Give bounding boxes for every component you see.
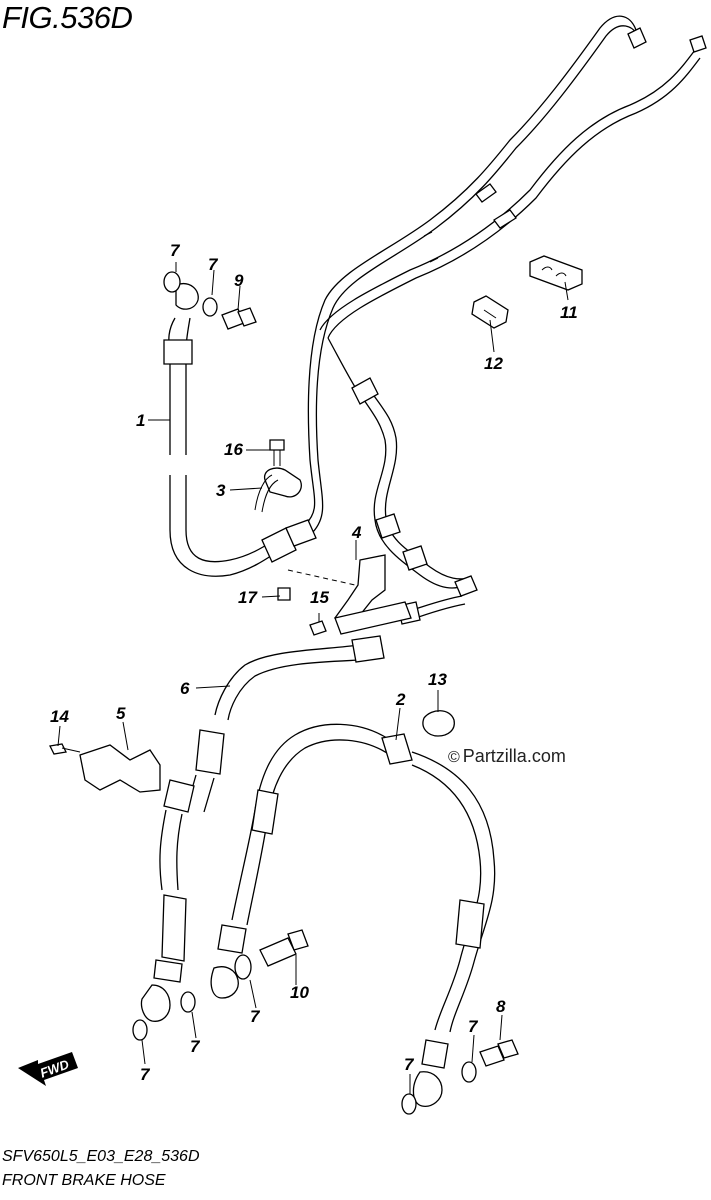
callout-11: 11: [560, 303, 578, 322]
callout-10: 10: [290, 983, 309, 1002]
leader-lines: [57, 262, 569, 1094]
washer-7d: [180, 991, 196, 1013]
bolt-16: [269, 439, 285, 466]
clamp-13: [422, 710, 455, 737]
washer-7f: [461, 1061, 477, 1083]
fwd-label: FWD: [38, 1056, 72, 1080]
callout-7-bottom: 7: [404, 1055, 415, 1074]
upper-brake-lines: [304, 15, 707, 533]
callout-7-top-left: 7: [170, 241, 181, 260]
callout-14: 14: [50, 707, 69, 726]
copyright-symbol: ©: [448, 749, 460, 766]
washer-7b: [202, 297, 218, 317]
callout-8: 8: [496, 997, 506, 1016]
callout-7-left: 7: [140, 1065, 151, 1084]
banjo-bolt-9: [221, 307, 257, 330]
callout-3: 3: [216, 481, 226, 500]
clamp-12: [471, 295, 509, 329]
clamp-11: [529, 255, 583, 291]
callout-16: 16: [224, 440, 243, 459]
washer-7e: [132, 1019, 148, 1041]
bolt-14: [49, 743, 81, 755]
part-1-hose: [163, 283, 317, 577]
washer-7a: [163, 271, 181, 293]
washer-7c: [234, 954, 252, 980]
watermark: ©Partzilla.com: [448, 746, 566, 767]
callout-7-right: 7: [468, 1017, 479, 1036]
bolt-15: [309, 620, 327, 636]
callout-15: 15: [310, 588, 329, 607]
figure-title: FIG.536D: [2, 0, 133, 35]
callout-4: 4: [351, 523, 362, 542]
watermark-text: Partzilla.com: [462, 746, 566, 766]
clamp-3: [254, 467, 302, 513]
callout-7-mid: 7: [250, 1007, 261, 1026]
callout-12: 12: [484, 354, 503, 373]
washer-7g: [401, 1093, 417, 1115]
callout-9: 9: [234, 271, 244, 290]
callout-2: 2: [395, 690, 406, 709]
callout-5: 5: [116, 704, 126, 723]
part-6-hose: [140, 635, 385, 1022]
callout-7-top: 7: [208, 255, 219, 274]
banjo-bolt-10: [259, 929, 309, 967]
bracket-5: [79, 744, 161, 793]
figure-code: SFV650L5_E03_E28_536D: [2, 1148, 200, 1165]
callout-6: 6: [180, 679, 190, 698]
callout-1: 1: [136, 411, 145, 430]
callout-17: 17: [238, 588, 258, 607]
callouts: 1 7 7 9 16 3 4 17 15 11 12 6 5 14 2 13 1…: [50, 241, 578, 1084]
figure-name: FRONT BRAKE HOSE: [2, 1172, 166, 1189]
fwd-arrow: FWD: [18, 1052, 78, 1086]
part-2-hose: [210, 723, 496, 1107]
banjo-bolt-8: [479, 1039, 519, 1067]
callout-13: 13: [428, 670, 447, 689]
bracket-4: [334, 554, 412, 635]
callout-7-left-mid: 7: [190, 1037, 201, 1056]
bolt-17: [277, 587, 291, 601]
